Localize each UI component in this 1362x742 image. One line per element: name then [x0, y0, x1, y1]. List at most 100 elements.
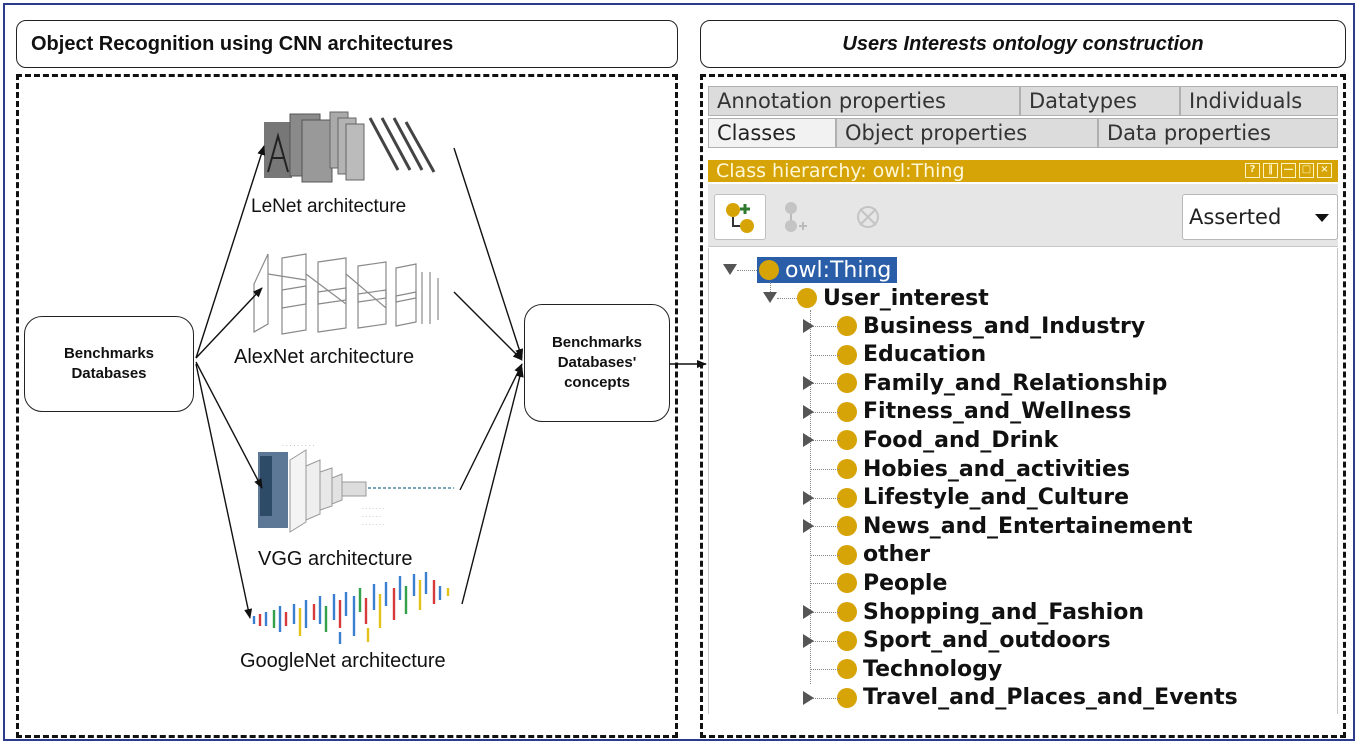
svg-text:. . . . . . . . .: . . . . . . . . .: [282, 441, 315, 448]
tree-node-fitness-and-wellness[interactable]: Fitness_and_Wellness: [837, 398, 1131, 426]
root-selection: owl:Thing: [757, 257, 898, 283]
tree-guide: [810, 469, 840, 470]
vgg-label: VGG architecture: [258, 548, 413, 570]
asserted-inferred-select[interactable]: Asserted: [1182, 194, 1338, 240]
tab-data-properties[interactable]: Data properties: [1098, 118, 1338, 148]
help-icon[interactable]: ?: [1245, 163, 1260, 178]
tree-node-business-and-industry[interactable]: Business_and_Industry: [837, 312, 1145, 340]
tree-node-food-and-drink[interactable]: Food_and_Drink: [837, 426, 1058, 454]
alexnet-label: AlexNet architecture: [234, 346, 415, 368]
tree-node-people[interactable]: People: [837, 569, 947, 597]
collapse-triangle-icon[interactable]: [763, 292, 777, 303]
class-ball-icon: [837, 316, 857, 336]
right-panel-region: [700, 74, 1346, 738]
add-sibling-button[interactable]: [770, 194, 822, 240]
tree-node-label: Lifestyle_and_Culture: [863, 485, 1130, 511]
tree-guide: [777, 298, 799, 299]
tree-node-label: Fitness_and_Wellness: [863, 399, 1132, 425]
tree-node-education[interactable]: Education: [837, 341, 986, 369]
tab-classes[interactable]: Classes: [708, 118, 836, 148]
class-ball-icon: [837, 459, 857, 479]
expand-triangle-icon[interactable]: [803, 519, 814, 534]
right-panel-title: Users Interests ontology construction: [700, 20, 1346, 68]
add-subclass-icon: [726, 203, 754, 233]
add-subclass-button[interactable]: [714, 194, 766, 240]
tree-node-label: News_and_Entertainement: [863, 513, 1193, 539]
svg-text:- - - - - -: - - - - - -: [362, 514, 381, 520]
view-controls: ? ‖ — □ ×: [1245, 163, 1332, 178]
tree-guide: [810, 440, 840, 442]
maximize-icon[interactable]: □: [1299, 163, 1314, 178]
close-icon[interactable]: ×: [1317, 163, 1332, 178]
class-ball-icon: [797, 288, 817, 308]
tab-annotation-properties[interactable]: Annotation properties: [708, 86, 1020, 116]
googlenet-label: GoogleNet architecture: [240, 650, 446, 672]
class-ball-icon: [759, 260, 779, 280]
tree-node-user-interest[interactable]: User_interest: [797, 284, 989, 312]
tree-node-label: Family_and_Relationship: [863, 370, 1168, 396]
class-tree: owl:Thing User_interest Business_and_Ind…: [708, 248, 1338, 714]
figure-frame: [3, 3, 1355, 741]
tree-node-label: Business_and_Industry: [863, 313, 1146, 339]
class-ball-icon: [837, 430, 857, 451]
tree-guide: [810, 383, 840, 385]
tree-node-hobies-and-activities[interactable]: Hobies_and_activities: [837, 455, 1130, 483]
lenet-thumbnail: [264, 111, 436, 183]
expand-triangle-icon[interactable]: [803, 433, 814, 448]
vgg-thumbnail: . . . . . . . . . - - - - - - - - - - - -…: [258, 441, 454, 533]
benchmarks-databases-node: Benchmarks Databases: [24, 316, 194, 412]
tree-node-travel-and-places-and-events[interactable]: Travel_and_Places_and_Events: [837, 684, 1238, 712]
tree-guide: [810, 554, 840, 556]
expand-triangle-icon[interactable]: [803, 605, 814, 619]
delete-class-button[interactable]: [842, 194, 894, 240]
tree-guide: [810, 612, 840, 613]
expand-triangle-icon[interactable]: [803, 633, 814, 648]
expand-triangle-icon[interactable]: [803, 490, 814, 505]
tree-guide: [810, 354, 840, 356]
hierarchy-toolbar: Asserted: [708, 184, 1338, 247]
left-panel-title: Object Recognition using CNN architectur…: [16, 20, 678, 68]
split-icon[interactable]: ‖: [1263, 163, 1278, 178]
tab-row-1: Annotation properties Datatypes Individu…: [708, 86, 1338, 116]
tree-node-technology[interactable]: Technology: [837, 655, 1002, 683]
benchmarks-concepts-node: Benchmarks Databases' concepts: [524, 304, 670, 422]
tree-node-label: Education: [863, 342, 987, 368]
tree-node-news-and-entertainement[interactable]: News_and_Entertainement: [837, 512, 1193, 540]
tree-node-owl-thing[interactable]: owl:Thing: [757, 256, 898, 284]
class-ball-icon: [837, 602, 857, 622]
add-sibling-icon: [785, 202, 807, 232]
class-ball-icon: [837, 687, 857, 708]
expand-triangle-icon[interactable]: [803, 319, 814, 333]
tree-node-label: other: [863, 542, 931, 568]
svg-text:- - - - - - -: - - - - - - -: [362, 506, 384, 512]
tab-individuals[interactable]: Individuals: [1180, 86, 1338, 116]
lenet-label: LeNet architecture: [251, 196, 407, 217]
class-hierarchy-title-bar: Class hierarchy: owl:Thing ? ‖ — □ ×: [708, 160, 1338, 182]
left-panel-region: [16, 74, 678, 738]
expand-triangle-icon[interactable]: [803, 690, 814, 705]
tree-node-shopping-and-fashion[interactable]: Shopping_and_Fashion: [837, 598, 1144, 626]
tree-node-label: Hobies_and_activities: [863, 456, 1130, 482]
minimize-icon[interactable]: —: [1281, 163, 1296, 178]
tree-guide: [810, 583, 840, 585]
tree-node-label: People: [863, 570, 948, 596]
class-ball-icon: [837, 630, 857, 651]
collapse-triangle-icon[interactable]: [723, 264, 737, 275]
class-ball-icon: [837, 373, 857, 394]
tab-object-properties[interactable]: Object properties: [836, 118, 1098, 148]
tab-datatypes[interactable]: Datatypes: [1020, 86, 1180, 116]
tree-node-other[interactable]: other: [837, 541, 930, 569]
svg-text:- - - - - - -: - - - - - - -: [362, 522, 384, 528]
tree-node-family-and-relationship[interactable]: Family_and_Relationship: [837, 369, 1167, 397]
tree-node-label: Technology: [863, 656, 1003, 682]
tree-guide: [810, 669, 840, 671]
tree-node-label: Travel_and_Places_and_Events: [863, 685, 1238, 711]
tree-node-sport-and-outdoors[interactable]: Sport_and_outdoors: [837, 627, 1111, 655]
expand-triangle-icon[interactable]: [803, 404, 814, 419]
tree-guide: [810, 526, 840, 528]
tree-guide: [810, 697, 840, 699]
class-ball-icon: [837, 659, 857, 680]
tree-node-lifestyle-and-culture[interactable]: Lifestyle_and_Culture: [837, 484, 1129, 512]
class-ball-icon: [837, 401, 857, 422]
expand-triangle-icon[interactable]: [803, 376, 814, 391]
